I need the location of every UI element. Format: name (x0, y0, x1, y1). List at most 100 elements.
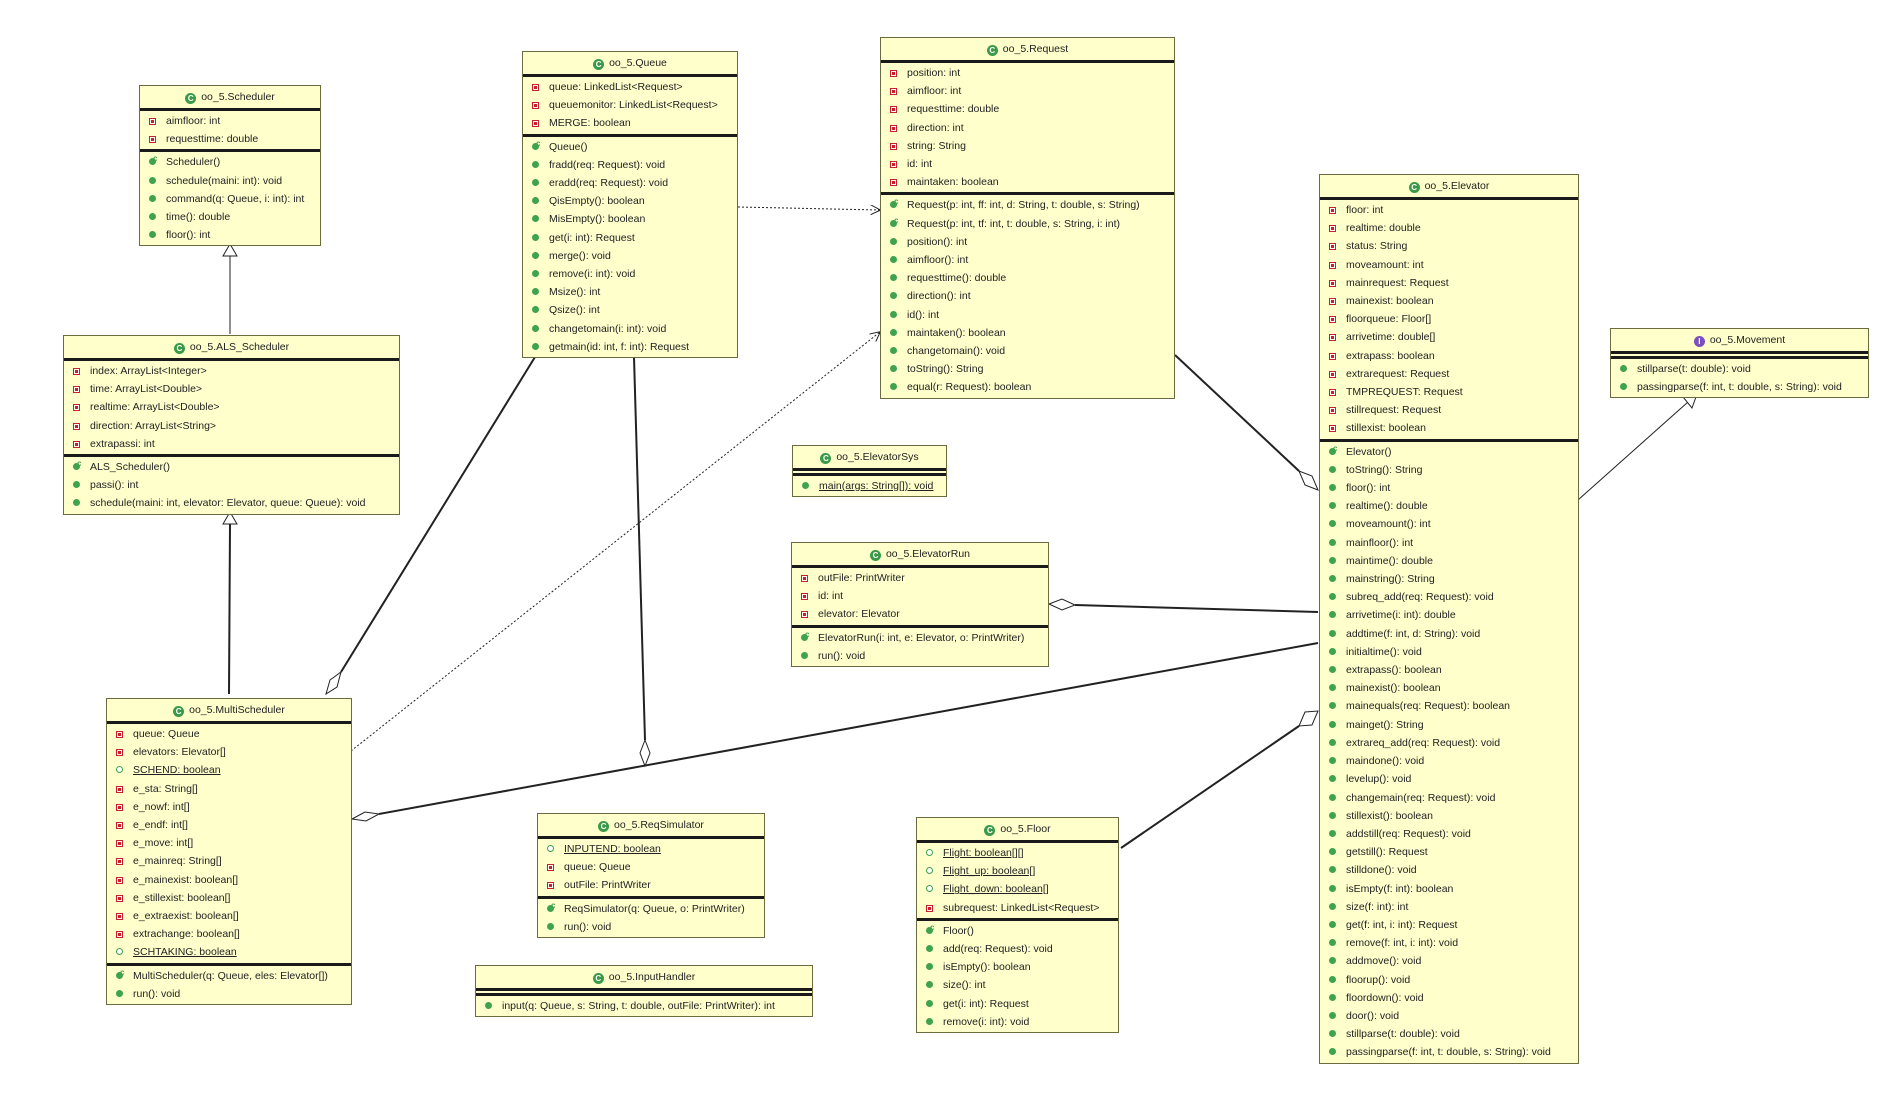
attribute-row[interactable]: extrapassi: int (64, 435, 399, 453)
operation-row[interactable]: remove(i: int): void (523, 265, 737, 283)
attribute-row[interactable]: queue: Queue (538, 858, 764, 876)
operation-row[interactable]: Request(p: int, tf: int, t: double, s: S… (881, 212, 1174, 233)
operation-row[interactable]: addstill(req: Request): void (1320, 825, 1578, 843)
attribute-row[interactable]: outFile: PrintWriter (792, 569, 1048, 587)
operation-row[interactable]: input(q: Queue, s: String, t: double, ou… (476, 997, 812, 1015)
attribute-row[interactable]: position: int (881, 64, 1174, 82)
operation-row[interactable]: direction(): int (881, 287, 1174, 305)
operation-row[interactable]: levelup(): void (1320, 770, 1578, 788)
operation-row[interactable]: schedule(maini: int, elevator: Elevator,… (64, 494, 399, 512)
operation-row[interactable]: maintaken(): boolean (881, 324, 1174, 342)
operation-row[interactable]: mainfloor(): int (1320, 534, 1578, 552)
operation-row[interactable]: main(args: String[]): void (793, 477, 946, 495)
attribute-row[interactable]: aimfloor: int (881, 82, 1174, 100)
attribute-row[interactable]: MERGE: boolean (523, 114, 737, 132)
attribute-row[interactable]: SCHTAKING: boolean (107, 943, 351, 961)
operation-row[interactable]: size(): int (917, 976, 1118, 994)
attribute-row[interactable]: Flight_down: boolean[] (917, 880, 1118, 898)
operation-row[interactable]: equal(r: Request): boolean (881, 378, 1174, 396)
attribute-row[interactable]: id: int (881, 155, 1174, 173)
operation-row[interactable]: merge(): void (523, 247, 737, 265)
attribute-row[interactable]: outFile: PrintWriter (538, 876, 764, 894)
attribute-row[interactable]: time: ArrayList<Double> (64, 380, 399, 398)
operation-row[interactable]: stillexist(): boolean (1320, 807, 1578, 825)
operation-row[interactable]: maindone(): void (1320, 752, 1578, 770)
attribute-row[interactable]: queuemonitor: LinkedList<Request> (523, 96, 737, 114)
attribute-row[interactable]: e_endf: int[] (107, 816, 351, 834)
operation-row[interactable]: realtime(): double (1320, 497, 1578, 515)
operation-row[interactable]: toString(): String (881, 360, 1174, 378)
operation-row[interactable]: ALS_Scheduler() (64, 455, 399, 476)
operation-row[interactable]: floor(): int (140, 226, 320, 244)
attribute-row[interactable]: extrapass: boolean (1320, 347, 1578, 365)
operation-row[interactable]: remove(i: int): void (917, 1013, 1118, 1031)
attribute-row[interactable]: queue: LinkedList<Request> (523, 78, 737, 96)
operation-row[interactable]: maintime(): double (1320, 552, 1578, 570)
operation-row[interactable]: stillparse(t: double): void (1611, 360, 1868, 378)
attribute-row[interactable]: maintaken: boolean (881, 173, 1174, 191)
attribute-row[interactable]: elevators: Elevator[] (107, 743, 351, 761)
attribute-row[interactable]: string: String (881, 137, 1174, 155)
attribute-row[interactable]: e_stillexist: boolean[] (107, 889, 351, 907)
attribute-row[interactable]: id: int (792, 587, 1048, 605)
operation-row[interactable]: id(): int (881, 306, 1174, 324)
attribute-row[interactable]: Flight_up: boolean[] (917, 862, 1118, 880)
operation-row[interactable]: aimfloor(): int (881, 251, 1174, 269)
operation-row[interactable]: time(): double (140, 208, 320, 226)
attribute-row[interactable]: status: String (1320, 237, 1578, 255)
attribute-row[interactable]: direction: int (881, 119, 1174, 137)
attribute-row[interactable]: realtime: ArrayList<Double> (64, 398, 399, 416)
operation-row[interactable]: subreq_add(req: Request): void (1320, 588, 1578, 606)
operation-row[interactable]: remove(f: int, i: int): void (1320, 934, 1578, 952)
operation-row[interactable]: size(f: int): int (1320, 898, 1578, 916)
operation-row[interactable]: changemain(req: Request): void (1320, 789, 1578, 807)
attribute-row[interactable]: stillrequest: Request (1320, 401, 1578, 419)
attribute-row[interactable]: stillexist: boolean (1320, 419, 1578, 437)
attribute-row[interactable]: INPUTEND: boolean (538, 840, 764, 858)
operation-row[interactable]: changetomain(): void (881, 342, 1174, 360)
operation-row[interactable]: getmain(id: int, f: int): Request (523, 338, 737, 356)
attribute-row[interactable]: SCHEND: boolean (107, 761, 351, 779)
operation-row[interactable]: mainequals(req: Request): boolean (1320, 697, 1578, 715)
operation-row[interactable]: toString(): String (1320, 461, 1578, 479)
attribute-row[interactable]: extrarequest: Request (1320, 365, 1578, 383)
operation-row[interactable]: changetomain(i: int): void (523, 320, 737, 338)
operation-row[interactable]: get(f: int, i: int): Request (1320, 916, 1578, 934)
operation-row[interactable]: eradd(req: Request): void (523, 174, 737, 192)
attribute-row[interactable]: aimfloor: int (140, 112, 320, 130)
attribute-row[interactable]: subrequest: LinkedList<Request> (917, 899, 1118, 917)
attribute-row[interactable]: queue: Queue (107, 725, 351, 743)
operation-row[interactable]: schedule(maini: int): void (140, 172, 320, 190)
attribute-row[interactable]: moveamount: int (1320, 256, 1578, 274)
operation-row[interactable]: door(): void (1320, 1007, 1578, 1025)
attribute-row[interactable]: e_extraexist: boolean[] (107, 907, 351, 925)
operation-row[interactable]: addtime(f: int, d: String): void (1320, 625, 1578, 643)
operation-row[interactable]: QisEmpty(): boolean (523, 192, 737, 210)
operation-row[interactable]: Qsize(): int (523, 301, 737, 319)
attribute-row[interactable]: e_nowf: int[] (107, 798, 351, 816)
operation-row[interactable]: passingparse(f: int, t: double, s: Strin… (1611, 378, 1868, 396)
operation-row[interactable]: MisEmpty(): boolean (523, 210, 737, 228)
operation-row[interactable]: isEmpty(): boolean (917, 958, 1118, 976)
operation-row[interactable]: mainexist(): boolean (1320, 679, 1578, 697)
attribute-row[interactable]: e_move: int[] (107, 834, 351, 852)
attribute-row[interactable]: direction: ArrayList<String> (64, 417, 399, 435)
operation-row[interactable]: extrareq_add(req: Request): void (1320, 734, 1578, 752)
operation-row[interactable]: Msize(): int (523, 283, 737, 301)
operation-row[interactable]: extrapass(): boolean (1320, 661, 1578, 679)
operation-row[interactable]: ElevatorRun(i: int, e: Elevator, o: Prin… (792, 626, 1048, 647)
operation-row[interactable]: run(): void (107, 985, 351, 1003)
operation-row[interactable]: mainstring(): String (1320, 570, 1578, 588)
operation-row[interactable]: floor(): int (1320, 479, 1578, 497)
operation-row[interactable]: floordown(): void (1320, 989, 1578, 1007)
operation-row[interactable]: run(): void (538, 918, 764, 936)
operation-row[interactable]: arrivetime(i: int): double (1320, 606, 1578, 624)
operation-row[interactable]: run(): void (792, 647, 1048, 665)
attribute-row[interactable]: Flight: boolean[][] (917, 844, 1118, 862)
